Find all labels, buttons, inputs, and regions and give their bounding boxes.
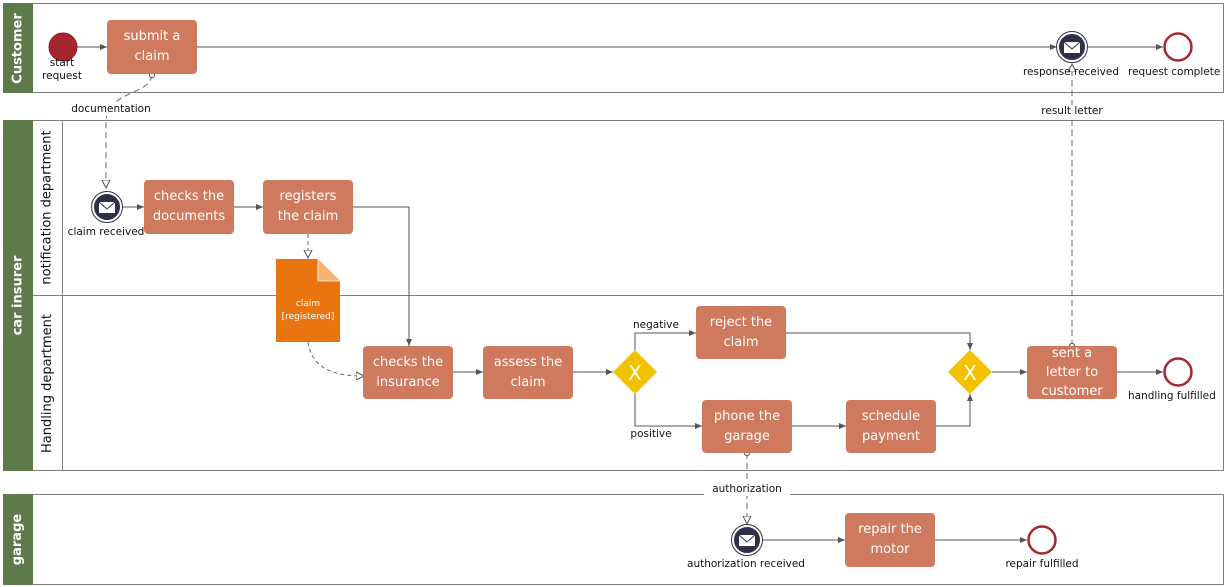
task-label-line: sent a	[1051, 346, 1093, 361]
task-label-line: phone the	[713, 408, 781, 424]
task-registers-claim[interactable]: registers the claim	[263, 180, 353, 234]
task-label-line: garage	[724, 428, 770, 444]
task-phone-garage[interactable]: phone the garage	[702, 400, 792, 453]
repair-fulfilled-end-icon	[1027, 525, 1057, 555]
task-label-line: assess the	[493, 354, 563, 370]
task-label-line: payment	[862, 428, 920, 444]
data-object-line: [registered]	[281, 312, 335, 322]
task-checks-documents[interactable]: checks the documents	[144, 180, 234, 234]
task-label-line: claim	[723, 334, 759, 350]
claim-data-object-label: claim [registered]	[276, 298, 340, 324]
response-received-icon	[1056, 31, 1088, 63]
data-object-line: claim	[295, 299, 321, 309]
task-label-line: registers	[279, 189, 337, 204]
task-label-line: claim	[134, 49, 170, 64]
task-submit-claim[interactable]: submit a claim	[107, 20, 197, 74]
lane-divider	[33, 295, 1224, 296]
task-label-line: repair the	[858, 522, 922, 537]
task-label-line: schedule	[861, 408, 921, 424]
car-insurer-pool-header: car insurer	[3, 120, 33, 471]
request-complete-label: request complete	[1128, 66, 1221, 78]
garage-pool-header: garage	[3, 494, 33, 585]
task-label-line: checks the	[153, 189, 225, 204]
data-object-fold-icon	[317, 259, 340, 282]
result-letter-flow-label: result letter	[1034, 105, 1110, 118]
task-label-line: checks the	[372, 354, 444, 370]
task-checks-insurance[interactable]: checks the insurance	[363, 346, 453, 399]
flow-reject-to-merge	[786, 332, 973, 350]
event-label-line: request	[42, 70, 82, 82]
claim-received-icon	[91, 191, 123, 223]
task-label-line: submit a	[123, 29, 181, 44]
association-dataobject-to-checkinsurance	[307, 341, 364, 376]
task-repair-motor[interactable]: repair the motor	[845, 513, 935, 567]
task-label-line: motor	[870, 542, 910, 557]
positive-flow-label: positive	[630, 428, 672, 440]
task-label-line: customer	[1041, 384, 1103, 399]
task-label-line: letter to	[1045, 365, 1099, 380]
exclusive-gateway-split-icon: X	[613, 350, 657, 394]
task-reject-claim[interactable]: reject the claim	[696, 306, 786, 359]
flow-gateway-to-reject	[634, 330, 696, 350]
svg-text:X: X	[963, 361, 977, 385]
handling-fulfilled-end-icon	[1163, 357, 1193, 387]
authorization-flow-label: authorization	[704, 483, 790, 496]
svg-text:X: X	[628, 361, 642, 385]
task-assess-claim[interactable]: assess the claim	[483, 346, 573, 399]
task-label-line: the claim	[277, 209, 339, 224]
task-label-line: documents	[152, 209, 226, 224]
task-label-line: insurance	[376, 374, 440, 390]
flow-schedule-to-merge	[936, 394, 973, 427]
task-label-line: reject the	[709, 314, 773, 330]
task-sent-letter[interactable]: sent a letter to customer	[1027, 346, 1117, 399]
message-flow-documentation	[106, 75, 152, 188]
start-event-icon	[48, 32, 78, 62]
task-schedule-payment[interactable]: schedule payment	[846, 400, 936, 453]
handling-fulfilled-label: handling fulfilled	[1128, 390, 1216, 402]
documentation-flow-label: documentation	[66, 103, 156, 116]
authorization-received-icon	[731, 524, 763, 556]
task-label-line: claim	[510, 374, 546, 390]
exclusive-gateway-merge-icon: X	[948, 350, 992, 394]
event-label-line: start	[49, 57, 75, 69]
authorization-received-label: authorization received	[687, 558, 805, 570]
customer-pool-header: Customer	[3, 3, 33, 93]
request-complete-end-icon	[1163, 32, 1193, 62]
response-received-label: response received	[1022, 66, 1120, 78]
negative-flow-label: negative	[633, 319, 679, 331]
claim-received-label: claim received	[67, 226, 145, 238]
repair-fulfilled-label: repair fulfilled	[1005, 558, 1079, 570]
flow-gateway-to-phone	[634, 394, 702, 429]
flow-registers-to-checkinsurance	[353, 206, 412, 346]
